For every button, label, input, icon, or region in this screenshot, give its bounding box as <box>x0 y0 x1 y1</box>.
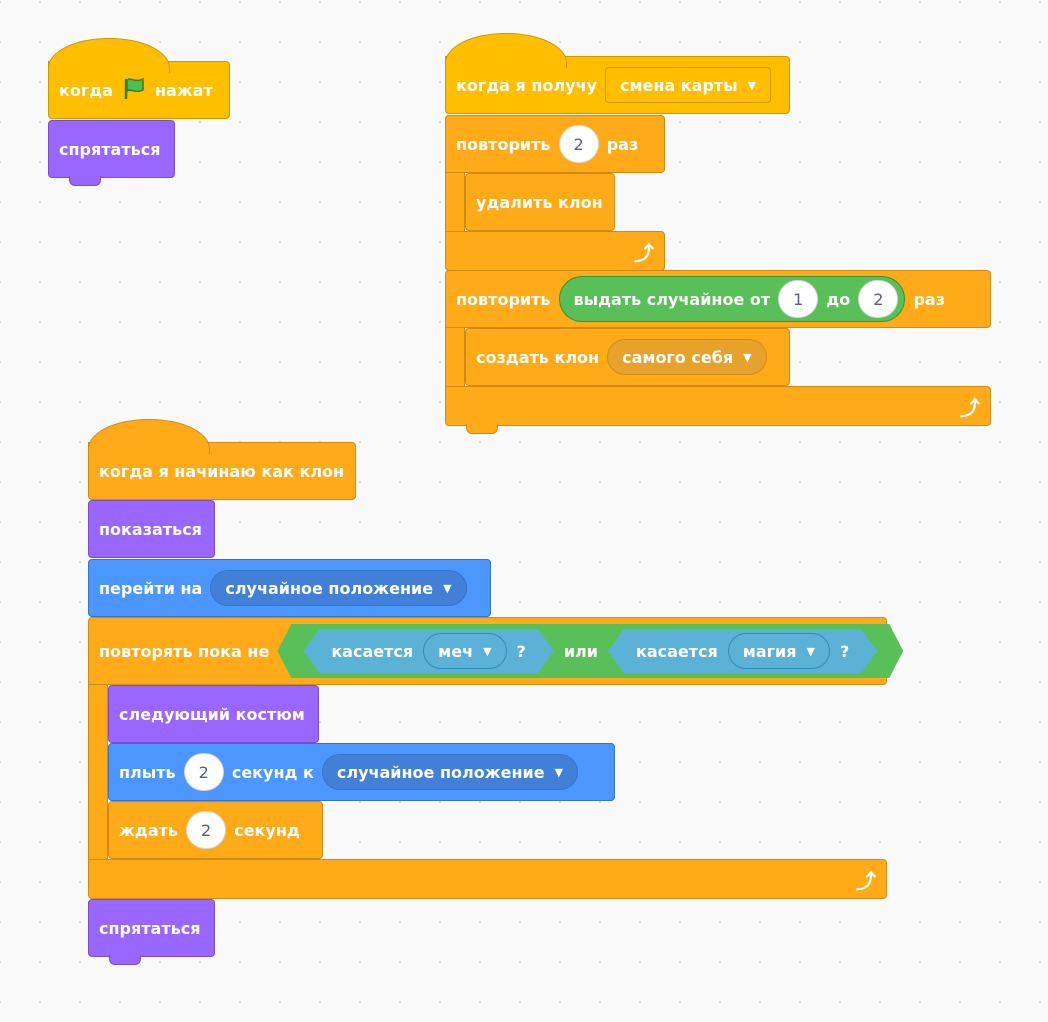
loop-arrow-icon: ⤴ <box>634 240 654 265</box>
wait-block[interactable]: ждать 2 секунд <box>108 801 323 859</box>
dropdown-caret-icon: ▼ <box>443 581 452 595</box>
touching-target-dropdown-1[interactable]: меч ▼ <box>423 633 506 669</box>
message-value: смена карты <box>619 75 738 95</box>
touching-target-value-1: меч <box>438 641 474 661</box>
pick-random-operator[interactable]: выдать случайное от 1 до 2 <box>558 276 906 322</box>
repeat-2-foot: ⤴ <box>445 386 991 434</box>
touching-block-1[interactable]: касается меч ▼ ? <box>303 629 554 673</box>
dropdown-caret-icon: ▼ <box>483 644 492 658</box>
dropdown-caret-icon: ▼ <box>747 78 757 92</box>
clone-target-dropdown[interactable]: самого себя ▼ <box>607 339 767 375</box>
touching-label-2: касается <box>635 641 718 661</box>
clone-target-value: самого себя <box>622 347 734 367</box>
repeat-times-label-2: раз <box>913 289 945 309</box>
delete-clone-block[interactable]: удалить клон <box>465 173 615 231</box>
when-i-receive-hat[interactable]: когда я получу смена карты ▼ <box>445 33 790 114</box>
repeat-2-arm <box>445 327 465 387</box>
touching-target-dropdown-2[interactable]: магия ▼ <box>728 633 830 669</box>
start-as-clone-label: когда я начинаю как клон <box>99 461 345 481</box>
go-to-label: перейти на <box>99 578 203 598</box>
dropdown-caret-icon: ▼ <box>554 765 564 779</box>
hat-label-clicked: нажат <box>154 80 213 100</box>
go-to-block[interactable]: перейти на случайное положение ▼ <box>88 559 491 617</box>
glide-to-label: секунд к <box>231 762 314 782</box>
repeat-label-2: повторить <box>456 289 551 309</box>
wait-unit-label: секунд <box>234 820 300 840</box>
question-mark-1: ? <box>516 641 526 661</box>
go-to-target-value: случайное положение <box>225 578 434 598</box>
random-to-label: до <box>826 289 851 309</box>
repeat-1-arm <box>445 172 465 232</box>
glide-block[interactable]: плыть 2 секунд к случайное положение ▼ <box>108 743 615 801</box>
hat-label-when: когда <box>59 80 113 100</box>
when-i-receive-label: когда я получу <box>456 75 597 95</box>
repeat-block-2[interactable]: повторить выдать случайное от 1 до 2 раз <box>445 270 991 328</box>
touching-block-2[interactable]: касается магия ▼ ? <box>608 629 877 673</box>
repeat-until-label: повторять пока не <box>99 641 270 661</box>
pick-random-label: выдать случайное от <box>573 289 771 309</box>
wait-label: ждать <box>119 820 179 840</box>
dropdown-caret-icon: ▼ <box>743 350 752 364</box>
glide-secs-input[interactable]: 2 <box>183 753 224 791</box>
hide-block-2[interactable]: спрятаться <box>88 899 215 965</box>
repeat-until-block[interactable]: повторять пока не касается меч ▼ ? или к… <box>88 617 887 685</box>
green-flag-icon <box>121 76 147 104</box>
next-costume-label: следующий костюм <box>119 704 305 724</box>
show-label: показаться <box>99 519 202 539</box>
when-i-start-as-clone-hat[interactable]: когда я начинаю как клон <box>88 419 356 500</box>
glide-target-dropdown[interactable]: случайное положение ▼ <box>321 754 579 790</box>
hide-label: спрятаться <box>59 139 161 159</box>
dropdown-caret-icon: ▼ <box>806 644 815 658</box>
repeat-label: повторить <box>456 134 551 154</box>
create-clone-label: создать клон <box>476 347 600 367</box>
repeat-times-label: раз <box>606 134 639 154</box>
or-label: или <box>563 641 598 661</box>
go-to-target-dropdown[interactable]: случайное положение ▼ <box>210 570 467 606</box>
delete-clone-label: удалить клон <box>476 192 603 212</box>
random-to-input[interactable]: 2 <box>858 280 899 318</box>
when-flag-clicked-hat[interactable]: когда нажат <box>48 38 230 119</box>
loop-arrow-icon: ⤴ <box>856 868 876 893</box>
repeat-until-foot: ⤴ <box>88 859 887 899</box>
repeat-count-input[interactable]: 2 <box>558 125 599 163</box>
hide-label-2: спрятаться <box>99 918 201 938</box>
repeat-1-foot: ⤴ <box>445 231 665 271</box>
show-block[interactable]: показаться <box>88 500 215 558</box>
touching-target-value-2: магия <box>742 641 797 661</box>
hide-block[interactable]: спрятаться <box>48 120 175 186</box>
question-mark-2: ? <box>839 641 850 661</box>
glide-label: плыть <box>119 762 176 782</box>
create-clone-block[interactable]: создать клон самого себя ▼ <box>465 328 790 386</box>
repeat-block-1[interactable]: повторить 2 раз <box>445 115 665 173</box>
loop-arrow-icon: ⤴ <box>960 395 980 420</box>
message-dropdown[interactable]: смена карты ▼ <box>604 67 772 103</box>
random-from-input[interactable]: 1 <box>778 280 819 318</box>
next-costume-block[interactable]: следующий костюм <box>108 685 319 743</box>
touching-label-1: касается <box>331 641 414 661</box>
glide-target-value: случайное положение <box>336 762 545 782</box>
or-operator[interactable]: касается меч ▼ ? или касается магия ▼ ? <box>277 624 903 678</box>
wait-secs-input[interactable]: 2 <box>186 811 227 849</box>
repeat-until-arm <box>88 684 108 862</box>
